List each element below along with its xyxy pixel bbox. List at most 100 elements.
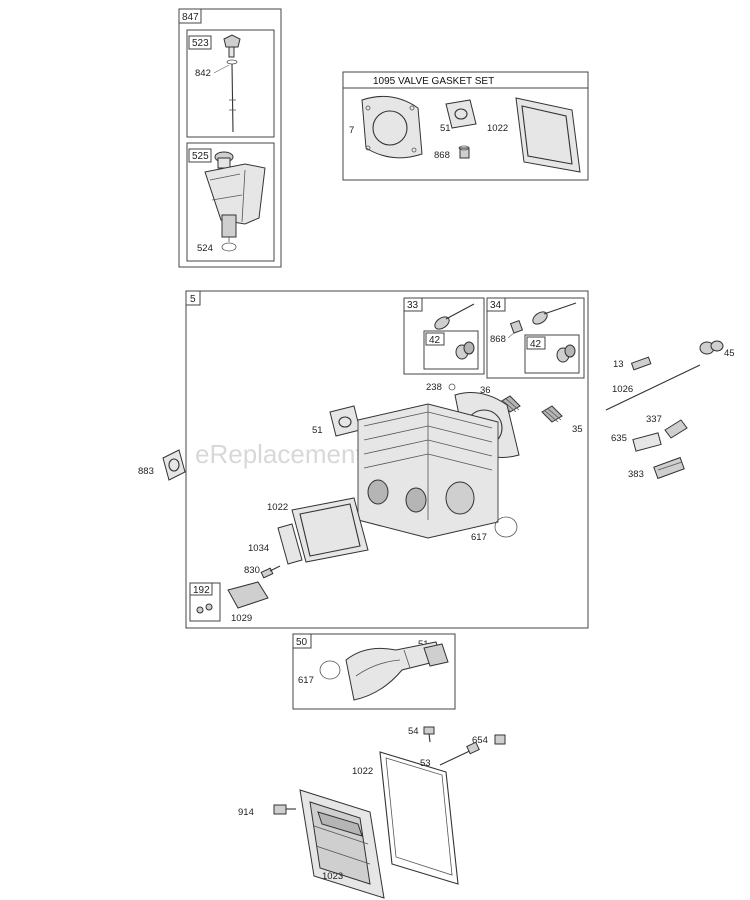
label-1022-cover: 1022 — [352, 766, 373, 777]
valve-gasket-set-title: 1095 VALVE GASKET SET — [373, 76, 494, 87]
push-rod-1026-illustration — [605, 364, 701, 411]
group-5-cylinder-head: 5 33 42 34 868 42 — [138, 290, 589, 629]
group-33-tab — [403, 297, 423, 312]
label-1026: 1026 — [612, 384, 633, 395]
guide-383-illustration — [653, 456, 685, 480]
label-1022-top: 1022 — [487, 123, 508, 134]
label-868-top: 868 — [434, 150, 450, 161]
group-33-frame — [403, 297, 485, 375]
group-42b-tab-label: 42 — [530, 339, 542, 350]
label-13: 13 — [613, 359, 624, 370]
valve-seal-868-illustration — [458, 145, 470, 159]
label-842: 842 — [195, 68, 211, 79]
label-654: 654 — [472, 735, 488, 746]
plate-1034-illustration — [277, 523, 303, 565]
label-617-head: 617 — [471, 532, 487, 543]
rocker-45-illustration — [699, 340, 724, 355]
group-5-tab-label: 5 — [190, 294, 196, 305]
o-ring-617-head-illustration — [494, 516, 518, 538]
intake-manifold-illustration — [345, 641, 449, 701]
head-gasket-7-illustration — [361, 95, 423, 159]
group-50-frame — [292, 633, 456, 710]
label-35: 35 — [572, 424, 583, 435]
cover-gasket-1022-bottom-illustration — [379, 751, 459, 885]
group-42a-tab-label: 42 — [429, 335, 441, 346]
label-1029: 1029 — [231, 613, 252, 624]
group-525-frame — [186, 142, 275, 262]
label-51-head: 51 — [312, 425, 323, 436]
group-33-tab-label: 33 — [407, 300, 419, 311]
label-1034: 1034 — [248, 543, 269, 554]
group-847-frame — [178, 8, 282, 268]
rocker-cover-1023-illustration — [299, 789, 385, 899]
label-635: 635 — [611, 433, 627, 444]
bolt-830-illustration — [260, 565, 281, 579]
valve-gasket-set-frame — [342, 71, 589, 181]
group-523-frame — [186, 29, 275, 138]
bracket-1029-illustration — [227, 581, 269, 609]
label-883: 883 — [138, 466, 154, 477]
breather-192-illustration — [196, 603, 213, 614]
group-5-tab — [185, 290, 201, 306]
label-383: 383 — [628, 469, 644, 480]
group-847-tab-label: 847 — [182, 12, 199, 23]
group-50-tab-label: 50 — [296, 637, 308, 648]
label-54: 54 — [408, 726, 419, 737]
label-45: 45 — [724, 348, 735, 359]
group-525-tab — [188, 148, 212, 163]
label-868-head: 868 — [490, 334, 506, 345]
spark-plug-337-illustration — [664, 419, 688, 439]
o-ring-617-intake-illustration — [319, 660, 341, 680]
label-238: 238 — [426, 382, 442, 393]
screw-54-illustration — [423, 726, 435, 743]
rocker-cover-area: 54 654 53 1022 914 1023 — [238, 726, 506, 899]
valve-spring-35-illustration — [541, 405, 563, 423]
stud-53-illustration — [439, 741, 480, 766]
cylinder-head-illustration — [357, 403, 499, 539]
exhaust-valve-33-illustration — [434, 303, 475, 330]
label-524: 524 — [197, 243, 213, 254]
oil-fill-tube-illustration — [204, 151, 266, 242]
valve-keepers-42a-illustration — [455, 341, 475, 360]
pin-238-illustration — [448, 383, 456, 391]
group-42b-frame — [524, 334, 580, 374]
group-1095-valve-gasket-set: 1095 VALVE GASKET SET 7 51 868 1022 — [342, 71, 589, 181]
tappet-13-illustration — [630, 356, 652, 371]
group-34-frame — [486, 297, 585, 379]
group-34-tab-label: 34 — [490, 300, 502, 311]
intake-valve-34-illustration — [509, 302, 577, 334]
label-7-top: 7 — [349, 125, 354, 136]
label-337: 337 — [646, 414, 662, 425]
label-617-intake: 617 — [298, 675, 314, 686]
screw-914-illustration — [273, 804, 296, 815]
loose-parts-right: 13 45 1026 337 635 383 — [605, 340, 735, 480]
dipstick-illustration — [223, 34, 241, 133]
group-523-tab — [188, 35, 212, 50]
label-1023: 1023 — [322, 871, 343, 882]
valve-keepers-42b-illustration — [556, 344, 576, 363]
label-830: 830 — [244, 565, 260, 576]
spacer-635-illustration — [632, 432, 662, 452]
nut-654-illustration — [494, 734, 506, 745]
group-42a-tab — [425, 332, 445, 346]
label-51-top: 51 — [440, 123, 451, 134]
gasket-51-illustration — [445, 99, 477, 129]
group-5-frame — [185, 290, 589, 629]
group-523-tab-label: 523 — [192, 38, 209, 49]
group-42a-frame — [423, 330, 479, 370]
group-192-tab-label: 192 — [193, 585, 210, 596]
group-34-tab — [486, 297, 506, 312]
group-847: 847 523 842 525 524 — [178, 8, 282, 268]
gasket-883-illustration — [162, 449, 186, 481]
label-36: 36 — [480, 385, 491, 396]
group-42b-tab — [526, 336, 546, 350]
label-53: 53 — [420, 758, 431, 769]
cover-gasket-1022-illustration — [515, 97, 581, 173]
group-525-tab-label: 525 — [192, 151, 209, 162]
cover-gasket-1022-head-illustration — [291, 497, 369, 563]
intake-gasket-51-illustration — [329, 405, 361, 437]
o-ring-524-illustration — [221, 242, 237, 252]
label-914: 914 — [238, 807, 254, 818]
label-1022-head: 1022 — [267, 502, 288, 513]
